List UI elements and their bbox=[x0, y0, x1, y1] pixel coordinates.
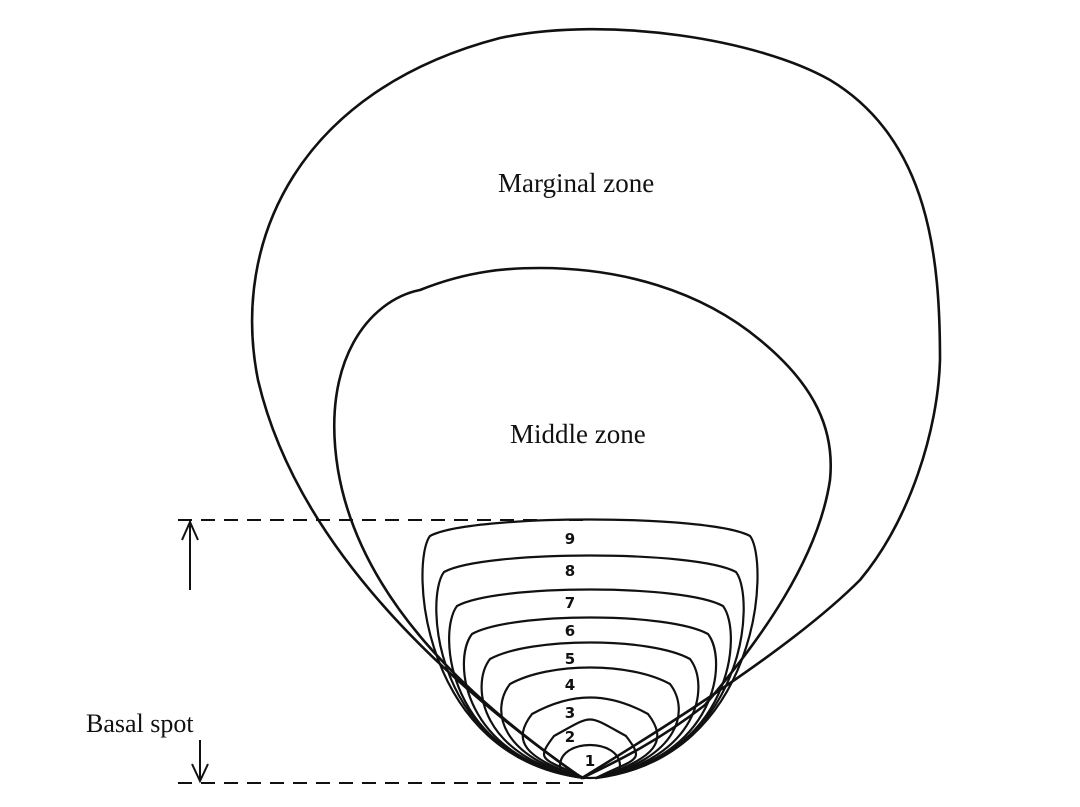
lower-arrow bbox=[191, 740, 209, 784]
marginal-zone-outline bbox=[250, 27, 942, 780]
ring-6 bbox=[462, 616, 718, 780]
basal-spot-label: Basal spot bbox=[86, 709, 194, 738]
ring-number-4: 4 bbox=[565, 676, 575, 694]
ring-2 bbox=[543, 718, 637, 780]
ring-number-3: 3 bbox=[565, 704, 575, 722]
ring-5 bbox=[480, 641, 700, 780]
ring-7 bbox=[448, 588, 732, 780]
ring-number-6: 6 bbox=[565, 622, 575, 640]
middle-zone-outline bbox=[333, 266, 832, 780]
ring-number-1: 1 bbox=[585, 752, 595, 770]
marginal-zone-label: Marginal zone bbox=[498, 168, 654, 198]
upper-arrow bbox=[181, 519, 199, 590]
ring-9 bbox=[421, 518, 759, 780]
ring-4 bbox=[500, 666, 680, 780]
ring-number-8: 8 bbox=[565, 562, 575, 580]
middle-zone-label: Middle zone bbox=[510, 419, 646, 449]
ring-3 bbox=[521, 696, 659, 780]
ring-number-9: 9 bbox=[565, 530, 575, 548]
ring-number-2: 2 bbox=[565, 728, 575, 746]
ring-8 bbox=[435, 554, 745, 780]
ring-number-5: 5 bbox=[565, 650, 575, 668]
ring-number-7: 7 bbox=[565, 594, 575, 612]
basal-rings: 12 3 4 5 6 7 8 9 bbox=[421, 518, 759, 780]
